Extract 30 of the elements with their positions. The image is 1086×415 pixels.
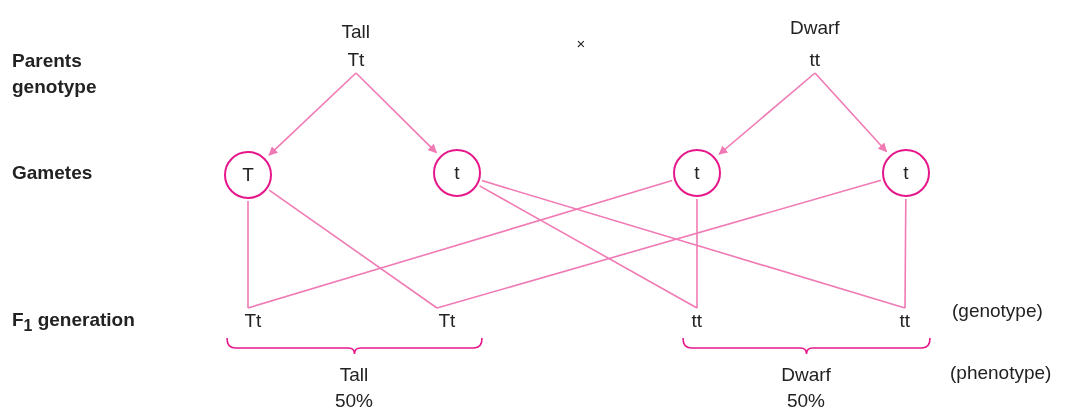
gamete-circle: t bbox=[673, 149, 721, 197]
connector-line bbox=[696, 198, 698, 309]
connector-line bbox=[247, 179, 673, 309]
genotype-text: Tt bbox=[438, 310, 456, 332]
annotation: (phenotype) bbox=[950, 362, 1052, 384]
connector-line bbox=[478, 185, 698, 309]
genotype-text: tt bbox=[899, 310, 911, 332]
cross-sign: × bbox=[576, 35, 586, 52]
phenotype-ratio: Dwarf 50% bbox=[780, 363, 832, 413]
genotype-text: tt bbox=[691, 310, 703, 332]
genotype-text: tt bbox=[809, 49, 821, 71]
connector-line bbox=[904, 198, 907, 309]
connector-line bbox=[268, 189, 438, 309]
phenotype-text: Tall bbox=[341, 21, 370, 43]
gamete-circle: t bbox=[433, 149, 481, 197]
row-label: Gametes bbox=[12, 162, 93, 184]
genotype-text: Tt bbox=[347, 49, 365, 71]
arrow bbox=[718, 72, 816, 156]
arrow bbox=[268, 72, 357, 156]
gamete-circle: T bbox=[224, 151, 272, 199]
row-label: Parents genotype bbox=[12, 49, 98, 99]
genotype-text: Tt bbox=[244, 310, 262, 332]
phenotype-text: Dwarf bbox=[790, 17, 840, 39]
arrow bbox=[355, 72, 438, 154]
row-label: F$_{1}$ generation bbox=[12, 309, 135, 335]
connector-line bbox=[247, 200, 249, 309]
annotation: (genotype) bbox=[952, 300, 1043, 322]
phenotype-ratio: Tall 50% bbox=[334, 363, 374, 413]
gamete-circle: t bbox=[882, 149, 930, 197]
arrow bbox=[814, 72, 888, 153]
